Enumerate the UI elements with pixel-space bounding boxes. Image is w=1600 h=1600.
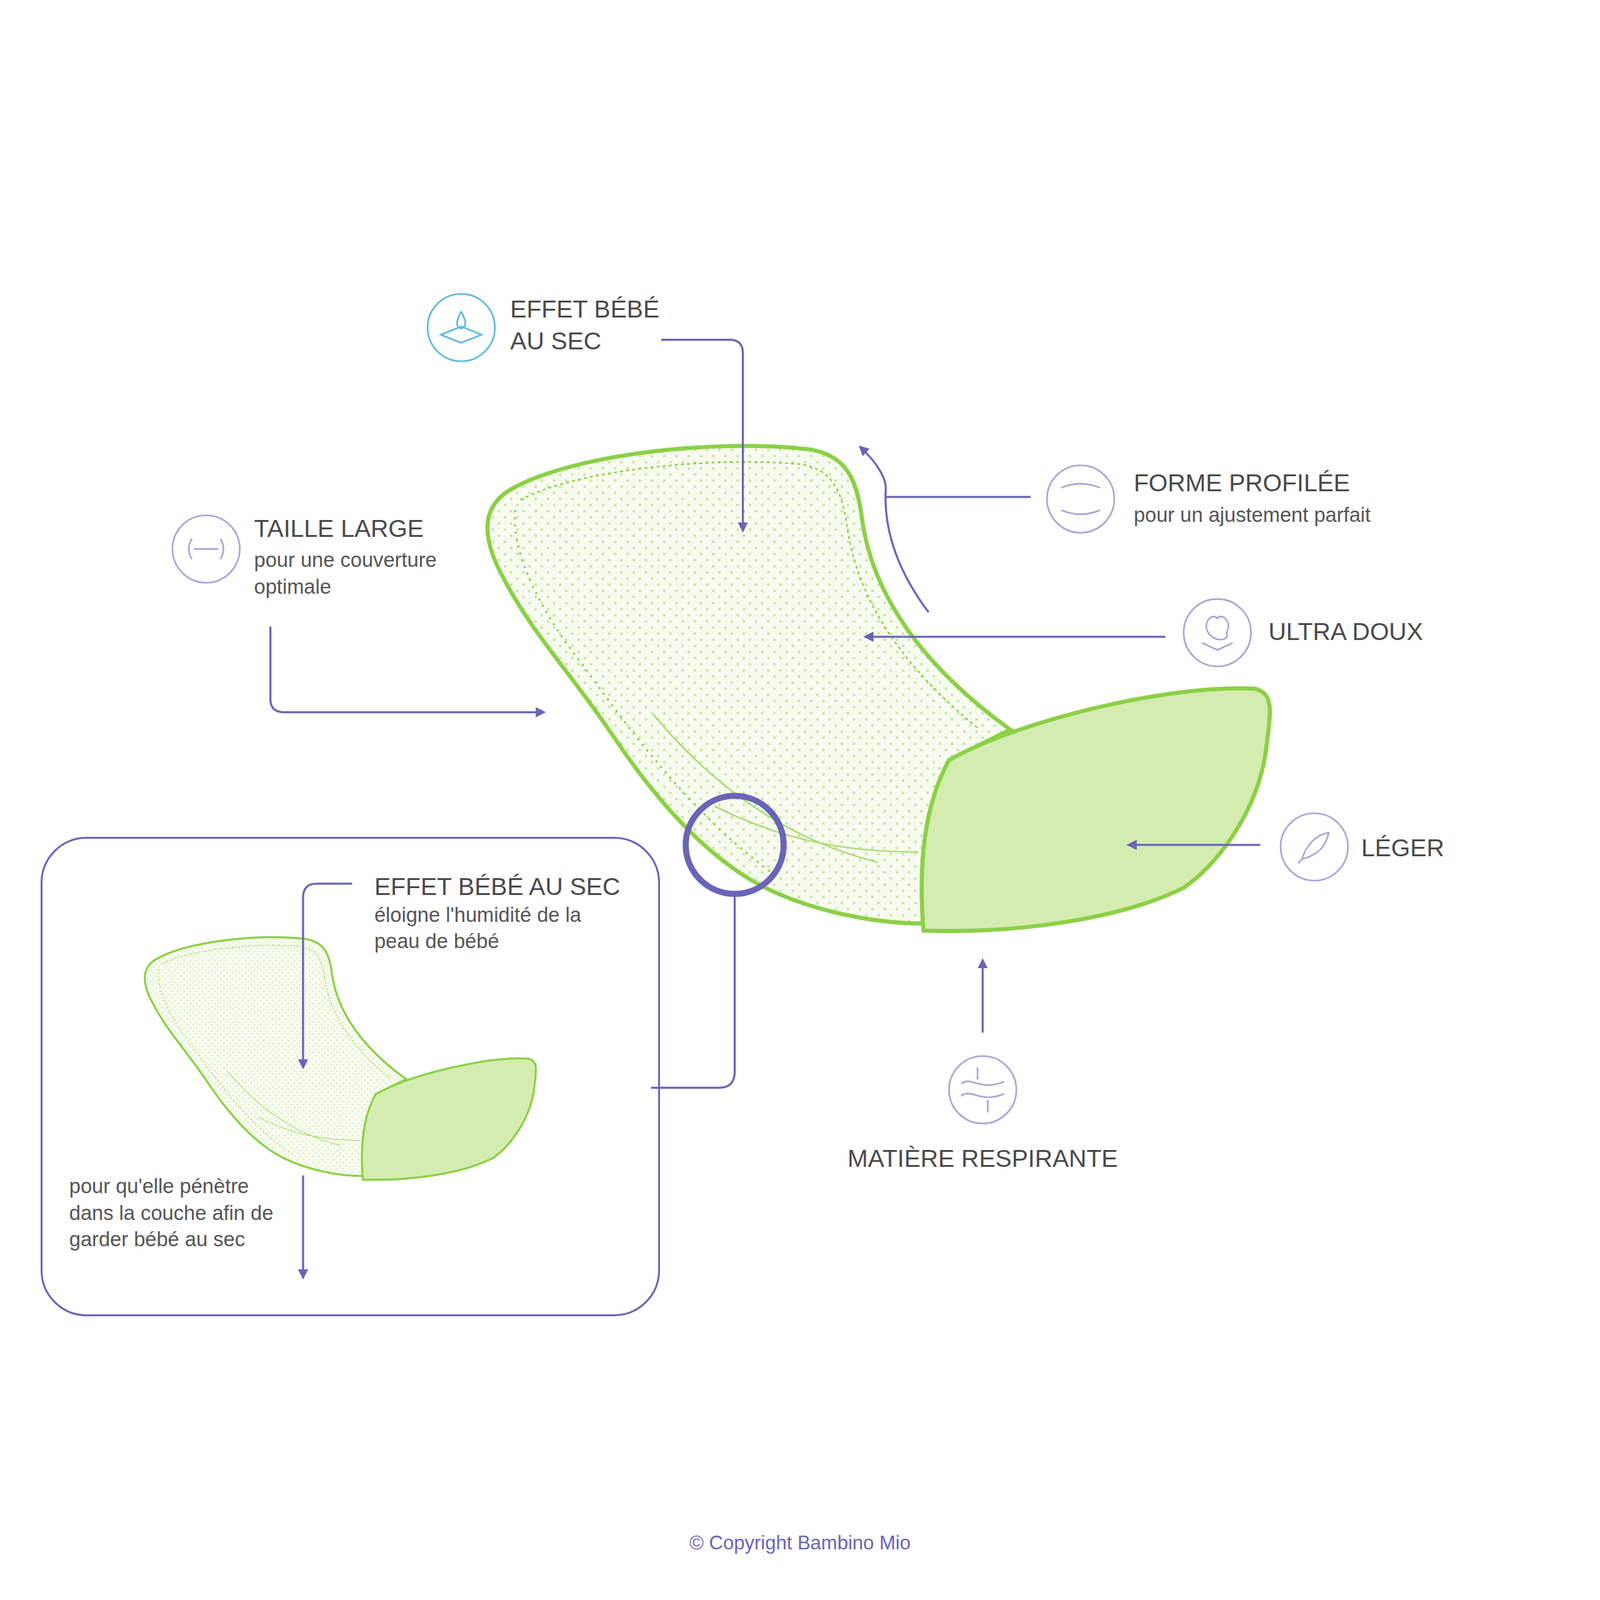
feature-icons: [172, 293, 1349, 1124]
inset-note: éloigne l'humidité de la peau de bébé: [374, 901, 630, 955]
liner-drawing-small: [145, 937, 537, 1180]
copyright-note: © Copyright Bambino Mio: [616, 1530, 984, 1556]
feature-title: FORME PROFILÉE: [1133, 467, 1440, 500]
feature-note: pour un ajustement parfait: [1133, 501, 1460, 529]
feature-title: TAILLE LARGE: [254, 513, 500, 545]
feature-title: LÉGER: [1361, 832, 1505, 865]
feature-note: pour une couverture optimale: [254, 546, 474, 600]
feature-title: EFFET BÉBÉ AU SEC: [510, 293, 684, 358]
detail-panel: EFFET BÉBÉ AU SECéloigne l'humidité de l…: [40, 836, 660, 1317]
inset-title: EFFET BÉBÉ AU SEC: [374, 871, 640, 904]
feature-title: MATIÈRE RESPIRANTE: [809, 1143, 1157, 1175]
leader-lines: [270, 340, 1261, 1278]
inset-note: pour qu'elle pénètre dans la couche afin…: [69, 1173, 294, 1253]
feature-title: ULTRA DOUX: [1268, 616, 1493, 649]
magnifier-circle: [685, 795, 784, 894]
